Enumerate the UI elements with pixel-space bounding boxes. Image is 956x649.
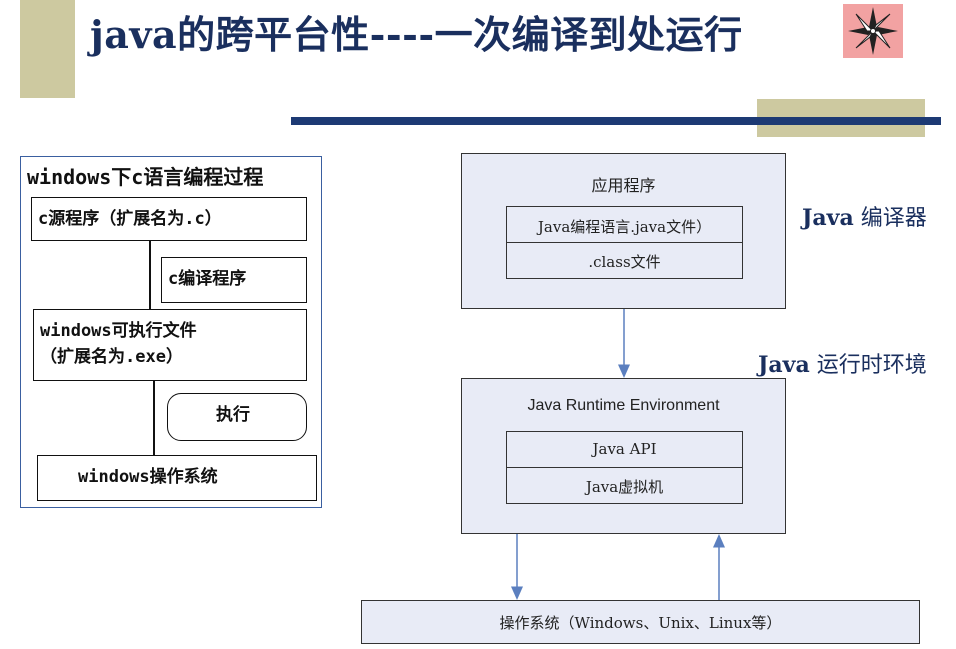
exe-file-label: windows可执行文件 xyxy=(40,321,197,341)
jvm-row: Java虚拟机 xyxy=(507,468,742,504)
jre-title: Java Runtime Environment xyxy=(527,397,720,414)
execute-label: 执行 xyxy=(216,405,250,425)
exe-file-box: windows可执行文件 （扩展名为.exe） xyxy=(33,309,307,381)
connector-line xyxy=(149,241,151,309)
application-box: 应用程序 Java编程语言.java文件） .class文件 xyxy=(461,153,786,309)
connector-line xyxy=(153,381,155,455)
java-api-row: Java API xyxy=(507,432,742,468)
slide-title: java的跨平台性----一次编译到处运行 xyxy=(90,12,743,57)
runtime-label-cn: 运行时环境 xyxy=(816,353,927,378)
c-source-label: c源程序（扩展名为.c） xyxy=(38,209,222,229)
java-source-label: Java编程语言.java文件） xyxy=(537,218,712,236)
runtime-label-en: Java xyxy=(758,352,810,378)
c-source-box: c源程序（扩展名为.c） xyxy=(31,197,307,241)
c-process-panel: windows下c语言编程过程 c源程序（扩展名为.c） c编译程序 windo… xyxy=(20,156,322,508)
execute-box: 执行 xyxy=(167,393,307,441)
java-compiler-label: Java 编译器 xyxy=(802,200,927,232)
compiler-label-en: Java xyxy=(802,205,854,231)
c-compiler-box: c编译程序 xyxy=(161,257,307,303)
java-runtime-label: Java 运行时环境 xyxy=(758,347,927,379)
application-title: 应用程序 xyxy=(591,176,656,195)
jre-box: Java Runtime Environment Java API Java虚拟… xyxy=(461,378,786,534)
windows-os-box: windows操作系统 xyxy=(37,455,317,501)
windows-os-label: windows操作系统 xyxy=(78,467,218,487)
java-api-label: Java API xyxy=(592,440,657,458)
exe-file-ext-label: （扩展名为.exe） xyxy=(40,347,183,367)
c-process-title: windows下c语言编程过程 xyxy=(27,165,264,189)
class-file-row: .class文件 xyxy=(507,243,742,279)
jvm-label: Java虚拟机 xyxy=(585,478,664,496)
c-compiler-label: c编译程序 xyxy=(168,269,247,289)
os-box: 操作系统（Windows、Unix、Linux等） xyxy=(361,600,920,644)
application-inner-box: Java编程语言.java文件） .class文件 xyxy=(506,206,743,279)
compiler-label-cn: 编译器 xyxy=(860,206,927,231)
java-source-row: Java编程语言.java文件） xyxy=(507,207,742,243)
accent-divider-line xyxy=(291,117,941,125)
compass-star-icon xyxy=(843,4,903,58)
jre-inner-box: Java API Java虚拟机 xyxy=(506,431,743,504)
decorative-block-left xyxy=(20,0,75,98)
class-file-label: .class文件 xyxy=(588,253,661,271)
os-label: 操作系统（Windows、Unix、Linux等） xyxy=(499,614,782,632)
